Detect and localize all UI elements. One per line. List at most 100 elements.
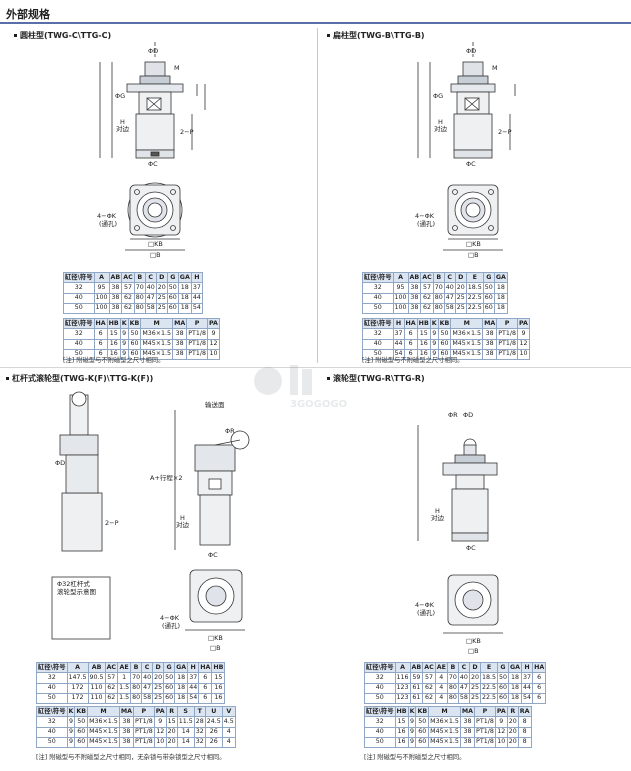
table-cell: 37 (521, 672, 534, 684)
table-cell: 38 (407, 292, 422, 304)
table-cell: 38 (172, 328, 188, 340)
table-cell: 16 (211, 692, 226, 705)
table-cell: 25 (468, 682, 481, 694)
table-cell: 9 (206, 328, 220, 340)
table-cell: K (66, 705, 76, 718)
table-cell: R (506, 705, 519, 718)
table-cell: E (465, 271, 484, 284)
table-cell: A (66, 661, 89, 674)
table-cell: 11.5 (176, 716, 195, 728)
table-cell: 18 (177, 292, 192, 304)
label-phiG: ΦG (115, 92, 125, 100)
table-cell: 50 (127, 328, 142, 340)
table-cell: 20 (152, 672, 165, 684)
table-cell: 6 (93, 348, 108, 361)
table-cell: 147.5 (66, 672, 89, 684)
table-cell: 61 (409, 692, 424, 705)
table-cell: 80 (432, 292, 445, 304)
table-cell: 95 (93, 282, 110, 294)
table-cell: M (428, 705, 461, 718)
label-duibian: 对边 (176, 520, 190, 529)
table-cell: K (407, 705, 417, 718)
table-cell: 18 (507, 672, 523, 684)
table-cell: 123 (394, 692, 411, 705)
table-cell: 6 (198, 682, 213, 694)
table-cell: 40 (364, 682, 396, 694)
table-cell: 40 (144, 282, 157, 294)
table-cell: 32 (63, 328, 95, 340)
table-cell: M45×1.5 (450, 338, 484, 350)
label-KB: □KB (148, 240, 163, 248)
table-cell: 38 (459, 716, 476, 728)
table-cell: 9 (119, 338, 129, 350)
table-cell: G (496, 661, 510, 674)
label-phiR: ΦR (225, 427, 235, 435)
table-cell: AC (121, 271, 135, 284)
table-cell: 9 (407, 726, 417, 738)
table-cell: HA (532, 661, 547, 674)
table-cell: 20 (506, 726, 519, 738)
table-cell: 44 (190, 292, 203, 304)
table-cell: 缸径\符号 (362, 317, 394, 330)
table-cell: PT1/8 (496, 328, 518, 340)
table-cell: 40 (364, 726, 396, 738)
table-cell: AB (407, 271, 422, 284)
table-cell: MA (118, 705, 134, 718)
table-cell: 40 (457, 672, 470, 684)
table-cell: 60 (166, 302, 179, 315)
table-cell: 50 (362, 302, 394, 315)
table-cell: GA (507, 661, 523, 674)
table-cell: 38 (108, 282, 123, 294)
table-cell: MA (482, 317, 498, 330)
table-cell: 60 (482, 292, 495, 304)
table-cell: 110 (87, 692, 106, 705)
table-cell: 9 (66, 736, 76, 749)
table-cell: V (221, 705, 236, 718)
table-cell: 缸径\符号 (63, 271, 95, 284)
table-cell: 6 (532, 672, 547, 684)
table-cell: T (193, 705, 206, 718)
table-cell: 60 (437, 338, 452, 350)
table-cell: 50 (36, 692, 68, 705)
table-cell: 50 (74, 716, 89, 728)
table-cell: 61 (409, 682, 424, 694)
table-cell: 38 (118, 716, 134, 728)
table-cell: PA (494, 705, 508, 718)
label-duibian: 对边 (434, 124, 448, 133)
lever-note: [注] 附磁型与不附磁型之尺寸相同，无杂锁与带杂锁型之尺寸相同。 (36, 754, 226, 761)
table-cell: GA (493, 271, 508, 284)
label-B: □B (210, 644, 221, 652)
table-cell: 24.5 (204, 716, 223, 728)
table-cell: 32 (364, 672, 396, 684)
table-cell: KB (127, 317, 142, 330)
table-cell: 60 (74, 726, 89, 738)
table-cell: 6 (403, 338, 418, 350)
label-H: H (435, 507, 440, 515)
table-cell: 22.5 (479, 692, 498, 705)
table-cell: 9 (153, 716, 167, 728)
table-cell: 15 (211, 672, 226, 684)
label-tongkong: (通孔) (162, 621, 180, 630)
label-tongkong: (通孔) (417, 608, 435, 617)
label-H: H (438, 118, 443, 126)
table-cell: 缸径\符号 (362, 271, 394, 284)
table-cell: D (152, 661, 165, 674)
table-cell: 50 (63, 302, 95, 315)
table-cell: 18 (174, 682, 189, 694)
table-cell: 10 (206, 348, 220, 361)
table-cell: 38 (172, 338, 188, 350)
table-cell: M (450, 317, 484, 330)
table-cell: 57 (422, 672, 436, 684)
table-cell: 8 (517, 736, 532, 749)
